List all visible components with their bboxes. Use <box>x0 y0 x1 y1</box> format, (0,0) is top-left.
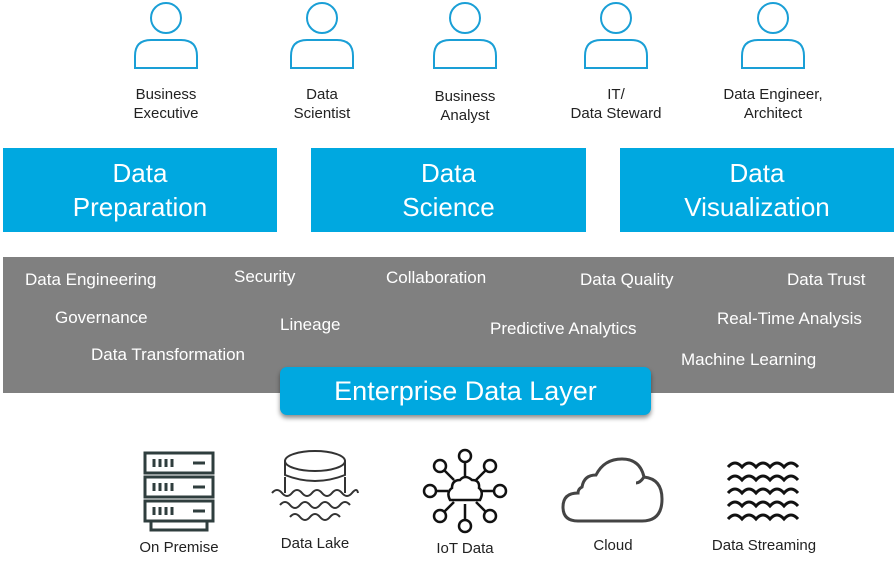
source-iot-data: IoT Data <box>390 448 540 557</box>
tool-data-preparation: Data Preparation <box>3 148 277 232</box>
tool-label-line2: Preparation <box>72 192 208 222</box>
capability-predictive-analytics: Predictive Analytics <box>490 319 637 338</box>
user-icon <box>290 2 354 69</box>
persona-label-line1: IT/ <box>607 86 625 103</box>
source-data-streaming: Data Streaming <box>689 455 839 554</box>
capability-machine-learning: Machine Learning <box>681 350 817 369</box>
persona-label-line1: Data <box>306 86 338 103</box>
persona-data-engineer-architect: Data Engineer, Architect <box>693 0 853 123</box>
source-data-lake: Data Lake <box>240 447 390 552</box>
enterprise-data-layer: Enterprise Data Layer <box>280 367 651 415</box>
user-icon <box>433 2 497 69</box>
source-on-premise: On Premise <box>104 450 254 556</box>
capability-collaboration: Collaboration <box>386 268 487 287</box>
capability-data-engineering: Data Engineering <box>25 270 157 289</box>
capability-data-quality: Data Quality <box>580 270 674 289</box>
source-label: IoT Data <box>436 540 494 557</box>
server-rack-icon <box>143 451 215 532</box>
persona-label-line2: Scientist <box>293 105 351 122</box>
iot-network-icon <box>422 448 508 534</box>
persona-label-line2: Data Steward <box>570 105 662 122</box>
waves-icon <box>726 461 800 522</box>
cloud-icon <box>561 457 664 523</box>
tool-label-line2: Science <box>402 192 495 222</box>
data-lake-icon <box>271 450 359 521</box>
user-icon <box>584 2 648 69</box>
capability-data-transformation: Data Transformation <box>91 345 246 364</box>
tool-label-line1: Data <box>112 158 168 188</box>
persona-label-line1: Business <box>434 88 496 105</box>
source-label: Data Lake <box>280 535 350 552</box>
user-icon <box>134 2 198 69</box>
capability-real-time-analysis: Real-Time Analysis <box>717 309 862 328</box>
source-label: On Premise <box>139 539 219 556</box>
source-label: Data Streaming <box>711 537 817 554</box>
persona-it-data-steward: IT/Data Steward <box>536 0 696 123</box>
persona-label-line1: Data Engineer, <box>723 86 823 103</box>
tool-data-science: Data Science <box>311 148 586 232</box>
persona-label-line2: Analyst <box>440 107 490 124</box>
persona-label-line2: Architect <box>743 105 803 122</box>
tool-data-visualization: Data Visualization <box>620 148 894 232</box>
capability-security: Security <box>234 267 296 286</box>
tool-label-line1: Data <box>421 158 476 188</box>
persona-label-line1: Business <box>135 86 197 103</box>
source-label: Cloud <box>593 537 633 554</box>
capability-lineage: Lineage <box>280 315 341 334</box>
persona-label-line2: Executive <box>133 105 199 122</box>
capability-data-trust: Data Trust <box>787 270 866 289</box>
capability-governance: Governance <box>55 308 148 327</box>
user-icon <box>741 2 805 69</box>
tool-label-line1: Data <box>729 158 785 188</box>
source-cloud: Cloud <box>538 455 688 554</box>
tool-label-line2: Visualization <box>684 192 830 222</box>
